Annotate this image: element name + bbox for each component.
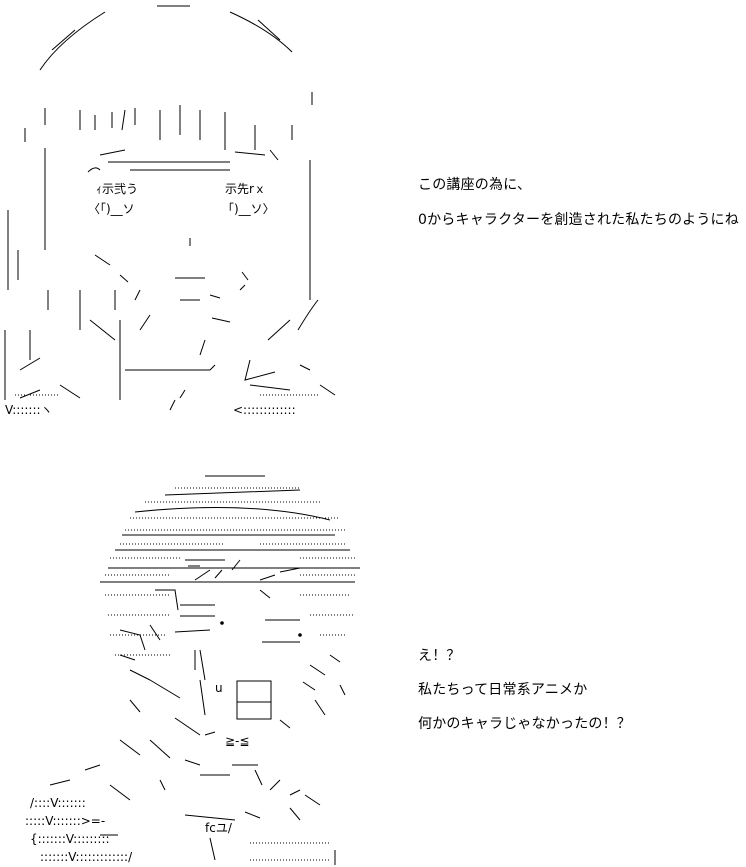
long-hair-girl-illustration: ｨ示弐う 示先rｘ 〈「)__ソ 「)__ソ〉 V:::::::ヽ <:::::… bbox=[4, 5, 336, 417]
svg-text:u: u bbox=[215, 681, 223, 695]
dialogue-1: この講座の為に、 0からキャラクターを創造された私たちのようにね bbox=[418, 178, 746, 248]
panel-2: u ≧-≦ fcユ/ /::::V::::::: :::::V:::::::>=… bbox=[0, 440, 746, 867]
svg-text:V:::::::ヽ: V:::::::ヽ bbox=[5, 403, 53, 417]
dialogue-line: 0からキャラクターを創造された私たちのようにね bbox=[418, 212, 739, 228]
dialogue-line: 私たちって日常系アニメか bbox=[418, 682, 588, 698]
panel-1: ｨ示弐う 示先rｘ 〈「)__ソ 「)__ソ〉 V:::::::ヽ <:::::… bbox=[0, 0, 746, 440]
svg-text:fcユ/: fcユ/ bbox=[205, 821, 233, 835]
svg-text:/::::V:::::::: /::::V::::::: bbox=[30, 796, 86, 810]
ascii-art-figure-1: ｨ示弐う 示先rｘ 〈「)__ソ 「)__ソ〉 V:::::::ヽ <:::::… bbox=[0, 0, 400, 440]
svg-text:{:::::::V:::::::::: {:::::::V::::::::: bbox=[30, 832, 110, 846]
dialogue-line: この講座の為に、 bbox=[418, 177, 532, 193]
svg-text:「)__ソ〉: 「)__ソ〉 bbox=[222, 202, 275, 216]
svg-text::::::V:::::::>=-: :::::V:::::::>=- bbox=[25, 814, 105, 828]
dialogue-line: 何かのキャラじゃなかったの！？ bbox=[418, 716, 631, 732]
svg-text:<:::::::::::::: <::::::::::::: bbox=[233, 403, 296, 417]
dialogue-line: え！？ bbox=[418, 648, 461, 664]
svg-text::::::::V:::::::::::::/: :::::::V:::::::::::::/ bbox=[40, 850, 133, 864]
short-hair-girl-illustration: u ≧-≦ fcユ/ /::::V::::::: :::::V:::::::>=… bbox=[25, 475, 360, 865]
svg-text:〈「)__ソ: 〈「)__ソ bbox=[88, 202, 135, 216]
dialogue-2: え！？ 私たちって日常系アニメか 何かのキャラじゃなかったの！？ bbox=[418, 649, 746, 751]
svg-text:≧-≦: ≧-≦ bbox=[225, 734, 249, 748]
ascii-art-figure-2: u ≧-≦ fcユ/ /::::V::::::: :::::V:::::::>=… bbox=[0, 440, 400, 867]
left-eye-art: ｨ示弐う bbox=[96, 182, 138, 196]
right-eye-art: 示先rｘ bbox=[225, 182, 266, 196]
